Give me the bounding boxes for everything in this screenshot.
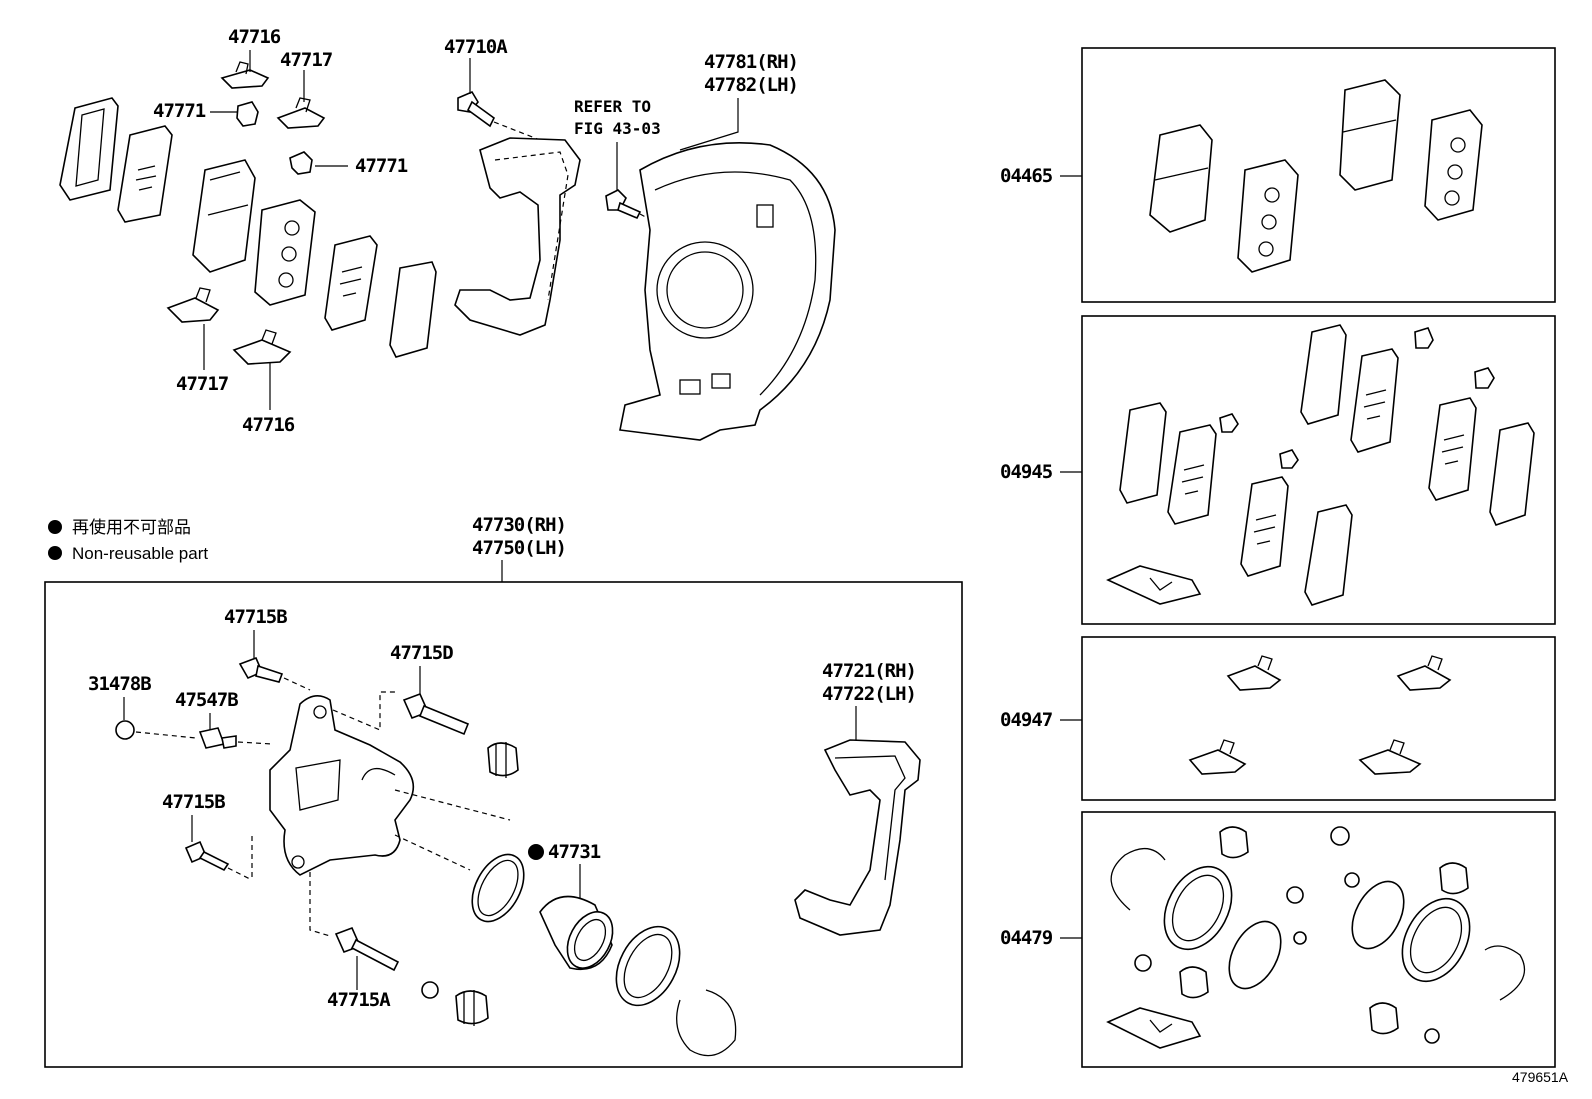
label-47715B-mid: 47715B xyxy=(162,791,225,813)
pad-anti-squeal-shim-right xyxy=(324,235,378,331)
bolt-47715B-top xyxy=(238,656,284,683)
cylinder-boot xyxy=(615,925,681,1007)
label-47715A: 47715A xyxy=(327,989,391,1011)
clip-47771-mid xyxy=(289,151,313,175)
caliper-assembly-box xyxy=(44,581,963,1068)
label-47731: 47731 xyxy=(548,841,601,863)
top-leaders xyxy=(203,50,739,410)
label-47715D: 47715D xyxy=(390,642,453,664)
label-47717-top: 47717 xyxy=(280,49,333,71)
bolt-47715B-mid xyxy=(184,840,230,872)
disc-brake-dust-cover xyxy=(619,142,836,441)
pad-support-plate-bottom-1 xyxy=(166,287,220,323)
caliper-leaders xyxy=(123,630,857,990)
pad-support-plate-bottom-2 xyxy=(232,329,292,365)
legend-english: Non-reusable part xyxy=(72,544,208,563)
label-47771-left: 47771 xyxy=(153,100,206,122)
bushing-small xyxy=(421,981,439,999)
caliper-mounting-47721 xyxy=(794,739,921,936)
caliper-cylinder-body xyxy=(269,695,415,876)
label-47781: 47781(RH) xyxy=(704,51,798,73)
bleeder-plug-47547B xyxy=(198,727,237,749)
set-ring xyxy=(676,989,737,1057)
kit-box-04945 xyxy=(1081,315,1556,625)
disc-brake-pad-right xyxy=(254,199,316,306)
legend: 再使用不可部品 Non-reusable part xyxy=(48,517,208,563)
pad-shim-outer-left xyxy=(59,97,119,201)
label-47721: 47721(RH) xyxy=(822,660,916,682)
kit-box-04947 xyxy=(1081,636,1556,801)
label-47750: 47750(LH) xyxy=(472,537,566,559)
pin-boot-upper xyxy=(487,742,519,778)
label-04945: 04945 xyxy=(1000,461,1053,483)
bolt-refer-fig xyxy=(605,189,642,220)
pad-support-plate-top-1 xyxy=(220,61,270,89)
clip-47771-left xyxy=(236,101,259,127)
bleeder-cap-31478B xyxy=(115,720,135,740)
label-47710A: 47710A xyxy=(444,36,508,58)
kit-box-04465 xyxy=(1081,47,1556,303)
label-31478B: 31478B xyxy=(88,673,151,695)
label-04465: 04465 xyxy=(1000,165,1053,187)
kit-04465-pads xyxy=(1149,79,1483,273)
non-reusable-marker-icon xyxy=(48,546,62,560)
label-47782: 47782(LH) xyxy=(704,74,798,96)
label-refer-line2: FIG 43-03 xyxy=(574,119,661,138)
label-47716-top: 47716 xyxy=(228,26,281,48)
piston-seal xyxy=(471,853,525,923)
slide-pin-47715D xyxy=(402,692,470,736)
label-47715B-top: 47715B xyxy=(224,606,287,628)
pin-boot-lower xyxy=(455,990,489,1026)
caliper-mounting-top xyxy=(454,137,581,336)
figure-id: 479651A xyxy=(1512,1069,1569,1085)
kit-box-04479 xyxy=(1081,811,1556,1068)
pad-support-plate-top-2 xyxy=(276,97,326,129)
label-47722: 47722(LH) xyxy=(822,683,916,705)
pad-anti-squeal-shim-left xyxy=(117,125,173,223)
label-47730: 47730(RH) xyxy=(472,514,566,536)
pad-shim-outer-right xyxy=(389,261,437,358)
kit-04947-support-plates xyxy=(1188,655,1452,775)
legend-japanese: 再使用不可部品 xyxy=(72,517,191,537)
kit-04945-shims xyxy=(1106,324,1535,606)
label-47771-mid: 47771 xyxy=(355,155,408,177)
non-reusable-marker-icon xyxy=(48,520,62,534)
label-47716-bottom: 47716 xyxy=(242,414,295,436)
caliper-bolt-47710A xyxy=(457,90,496,128)
cylinder-piston-47731 xyxy=(539,895,614,970)
disc-brake-pad-left xyxy=(192,159,256,273)
slide-pin-47715A xyxy=(334,926,400,972)
kit-04479-seals xyxy=(1106,826,1526,1049)
label-47717-bottom: 47717 xyxy=(176,373,229,395)
label-04479: 04479 xyxy=(1000,927,1053,949)
label-refer-line1: REFER TO xyxy=(574,97,651,116)
non-reusable-marker-icon xyxy=(528,844,544,860)
label-47547B: 47547B xyxy=(175,689,238,711)
label-04947: 04947 xyxy=(1000,709,1053,731)
